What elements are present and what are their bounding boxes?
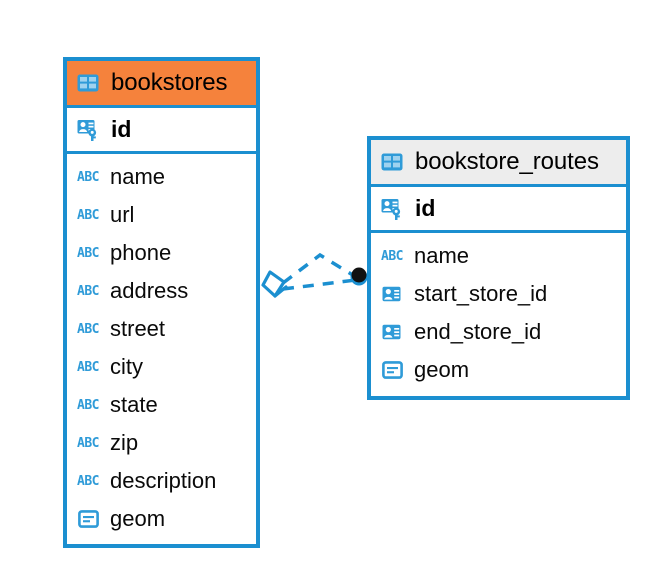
text-abc-icon: ABC — [77, 359, 99, 375]
primary-key-icon — [75, 119, 101, 141]
circle-endpoint-icon[interactable] — [350, 267, 368, 286]
field-label: start_store_id — [414, 281, 548, 306]
text-abc-icon: ABC — [77, 169, 99, 185]
entity-bookstore-routes[interactable]: bookstore_routes — [367, 136, 630, 400]
text-abc-icon: ABC — [77, 397, 99, 413]
table-icon — [379, 151, 405, 173]
field-row[interactable]: ABC city — [67, 348, 256, 386]
field-label: name — [414, 243, 470, 268]
field-row[interactable]: ABC name — [371, 237, 626, 275]
field-row[interactable]: end_store_id — [371, 313, 626, 351]
text-abc-icon: ABC — [77, 435, 99, 451]
primary-key-row[interactable]: id — [371, 187, 626, 233]
field-label: url — [110, 202, 135, 227]
field-row[interactable]: start_store_id — [371, 275, 626, 313]
field-label: geom — [414, 357, 470, 382]
field-list-bookstore-routes: ABC name start_store_id — [371, 233, 626, 395]
primary-key-label: id — [111, 116, 132, 142]
field-row[interactable]: ABC name — [67, 158, 256, 196]
primary-key-label: id — [415, 195, 436, 221]
field-row[interactable]: ABC zip — [67, 424, 256, 462]
table-icon — [75, 72, 101, 94]
field-label: address — [110, 278, 189, 303]
field-row[interactable]: ABC phone — [67, 234, 256, 272]
field-label: city — [110, 354, 143, 379]
text-abc-icon: ABC — [381, 248, 403, 264]
primary-key-row[interactable]: id — [67, 108, 256, 154]
field-label: zip — [110, 430, 139, 455]
entity-bookstores[interactable]: bookstores id — [63, 57, 260, 548]
field-list-bookstores: ABC name ABC url ABC phone ABC address A… — [67, 154, 256, 544]
text-abc-icon: ABC — [77, 283, 99, 299]
text-abc-icon: ABC — [77, 207, 99, 223]
field-label: description — [110, 468, 217, 493]
text-abc-icon: ABC — [77, 321, 99, 337]
field-row[interactable]: ABC street — [67, 310, 256, 348]
field-row[interactable]: ABC url — [67, 196, 256, 234]
field-row[interactable]: ABC state — [67, 386, 256, 424]
foreign-key-icon — [379, 321, 405, 343]
geometry-icon — [379, 359, 405, 381]
entity-title: bookstore_routes — [415, 148, 599, 175]
text-abc-icon: ABC — [77, 473, 99, 489]
field-row[interactable]: ABC description — [67, 462, 256, 500]
relationship-edge-lower — [282, 278, 357, 291]
field-row[interactable]: ABC address — [67, 272, 256, 310]
field-label: end_store_id — [414, 319, 542, 344]
primary-key-icon — [379, 198, 405, 220]
field-label: name — [110, 164, 166, 189]
diamond-endpoint-icon[interactable] — [261, 270, 288, 298]
field-label: phone — [110, 240, 172, 265]
field-label: state — [110, 392, 158, 417]
text-abc-icon: ABC — [77, 245, 99, 261]
field-label: geom — [110, 506, 166, 531]
entity-title: bookstores — [111, 69, 228, 96]
entity-header-bookstore-routes[interactable]: bookstore_routes — [371, 140, 626, 187]
geometry-icon — [75, 508, 101, 530]
field-row[interactable]: geom — [371, 351, 626, 389]
entity-header-bookstores[interactable]: bookstores — [67, 61, 256, 108]
field-label: street — [110, 316, 166, 341]
field-row[interactable]: geom — [67, 500, 256, 538]
relationship-edge-upper — [281, 252, 357, 285]
foreign-key-icon — [379, 283, 405, 305]
